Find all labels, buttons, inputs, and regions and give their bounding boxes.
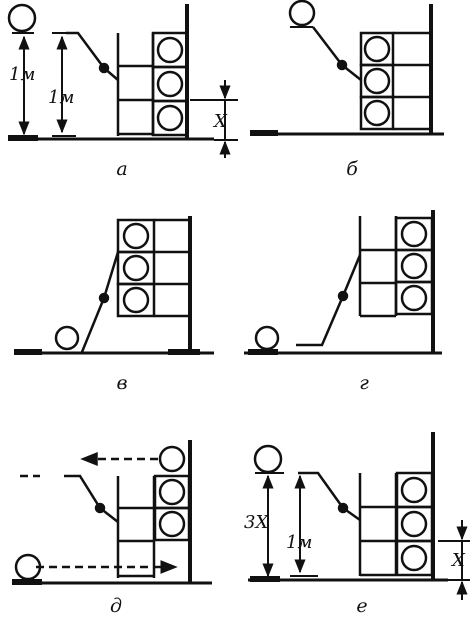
rope-knot [98, 292, 110, 304]
rope [64, 474, 119, 523]
caption-g: г [359, 372, 369, 394]
caption-e: е [356, 595, 367, 617]
ball [54, 325, 80, 351]
ball [14, 553, 42, 581]
caption-b: б [346, 158, 358, 180]
panel-v [14, 216, 214, 355]
rope [312, 26, 362, 81]
counterweight-stack [116, 218, 156, 318]
counterweight-stack [359, 31, 395, 131]
label-1m: 1м [286, 532, 312, 553]
ball [253, 444, 283, 474]
counterweight-stack [394, 216, 434, 316]
panel-g [244, 210, 442, 355]
rope-knot [337, 502, 349, 514]
rope-knot [337, 290, 349, 302]
ball [254, 325, 280, 351]
panel-b [250, 0, 444, 136]
ladder [116, 476, 156, 578]
panel-d [12, 440, 212, 585]
label-1m-right: 1м [48, 87, 74, 108]
rope-knot [94, 502, 106, 514]
rope [296, 254, 362, 347]
label-1m-left: 1м [9, 64, 35, 85]
caption-d: д [110, 595, 122, 617]
caption-a: а [116, 158, 127, 180]
rope [298, 471, 361, 522]
ladder [358, 216, 398, 318]
counterweight-stack [153, 474, 191, 542]
ball [7, 3, 37, 33]
label-3x: 3X [244, 512, 269, 533]
rope-knot [336, 59, 348, 71]
ladder [358, 473, 398, 577]
counterweight-stack [151, 31, 189, 137]
label-x: X [450, 550, 466, 571]
rope-knot [98, 62, 110, 74]
caption-v: в [116, 372, 127, 394]
rope [66, 31, 119, 81]
ladder [116, 33, 155, 136]
ladder [154, 218, 190, 318]
panel-e [248, 432, 470, 600]
ball [288, 0, 316, 27]
counterweight-stack [395, 471, 434, 577]
ladder [393, 31, 431, 131]
panel-a [7, 3, 238, 158]
label-x: X [212, 111, 228, 132]
rope [80, 251, 120, 353]
top-ball [158, 445, 186, 473]
ground-block [8, 135, 38, 141]
